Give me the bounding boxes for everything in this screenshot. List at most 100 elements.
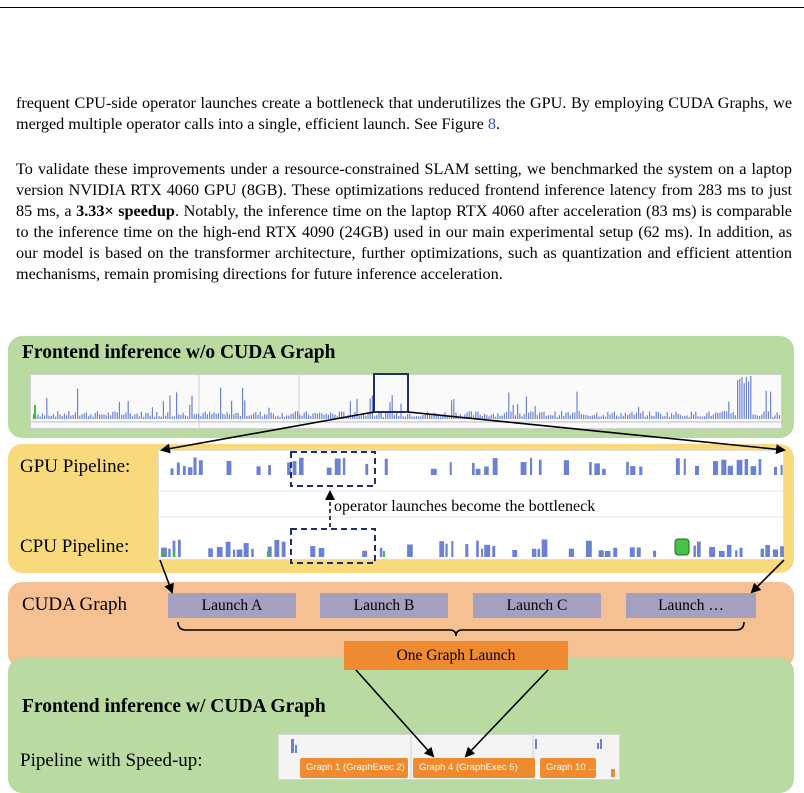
trace-bar [378, 412, 380, 419]
trace-bar [244, 400, 246, 419]
trace-bar [323, 414, 325, 419]
trace-bar [576, 391, 578, 419]
trace-bar [301, 415, 303, 419]
trace-bar [294, 411, 296, 419]
trace-bar [48, 415, 50, 419]
trace-bar [94, 412, 96, 419]
trace-bar [259, 411, 261, 419]
launch-more-box: Launch … [626, 593, 756, 618]
trace-bar [407, 544, 413, 557]
trace-bar [605, 416, 607, 419]
trace-bar [99, 414, 101, 419]
figure-ref-link[interactable]: 8 [487, 115, 496, 133]
trace-bar [253, 413, 255, 419]
trace-bar [250, 415, 252, 419]
trace-bar [530, 457, 533, 475]
trace-bar [79, 415, 81, 419]
trace-bar [671, 413, 673, 419]
trace-bar [334, 458, 341, 475]
trace-bar [472, 462, 475, 475]
trace-bar [318, 548, 325, 557]
trace-bar [627, 414, 629, 419]
trace-bar [270, 412, 272, 419]
trace-bar [242, 387, 244, 419]
trace-bar [596, 412, 598, 419]
trace-bar [732, 411, 734, 419]
trace-bar [730, 413, 732, 419]
trace-bar [123, 414, 125, 419]
trace-bar [532, 411, 534, 419]
trace-bar [158, 416, 160, 419]
trace-bar [572, 412, 574, 419]
trace-bar [178, 414, 180, 419]
trace-bar [365, 415, 367, 419]
trace-bar [765, 390, 767, 419]
trace-bar [758, 459, 762, 475]
trace-bar [338, 411, 340, 419]
paragraph-1: frequent CPU-side operator launches crea… [16, 93, 792, 135]
trace-bar [528, 412, 530, 419]
trace-bar [620, 413, 622, 419]
trace-bar [684, 415, 686, 419]
trace-bar [235, 413, 237, 419]
trace-bar [46, 398, 48, 419]
title-with-cuda-graph: Frontend inference w/ CUDA Graph [22, 696, 326, 717]
trace-bar [85, 412, 87, 419]
trace-bar [710, 415, 712, 419]
trace-bar [177, 539, 181, 557]
trace-bar [520, 462, 527, 475]
trace-bar [266, 414, 268, 419]
trace-bar [756, 415, 758, 419]
trace-bar [613, 411, 615, 419]
trace-bar [83, 413, 85, 419]
trace-bar [121, 414, 123, 419]
trace-bar [198, 413, 200, 419]
figure-arrows [159, 373, 786, 758]
trace-bar [349, 401, 351, 419]
trace-bar [200, 416, 202, 419]
trace-bar [61, 415, 63, 419]
trace-bar [629, 413, 631, 419]
trace-bar [134, 414, 136, 419]
trace-bar [735, 550, 738, 557]
trace-bar [519, 413, 521, 419]
trace-bar [409, 413, 411, 419]
arrow-to-graph-right [464, 669, 549, 758]
trace-bar [770, 391, 772, 419]
trace-bar [591, 415, 593, 419]
launch-c-box: Launch C [473, 593, 601, 618]
trace-bar [598, 550, 604, 557]
trace-bar [442, 414, 444, 419]
trace-bar [290, 414, 292, 419]
trace-bar [622, 415, 624, 419]
trace-bar [464, 414, 466, 419]
arrow-to-graph-left [355, 669, 435, 758]
trace-bar [165, 415, 167, 419]
trace-bar [162, 401, 164, 419]
trace-bar [358, 416, 360, 419]
trace-bar [437, 414, 439, 419]
trace-bar [264, 414, 266, 419]
trace-bar [727, 465, 733, 475]
trace-bar [465, 544, 469, 557]
trace-bar [433, 412, 435, 419]
trace-bar [426, 411, 428, 419]
trace-overview [30, 374, 783, 430]
trace-bar [651, 415, 653, 419]
trace-bar [74, 412, 76, 419]
trace-bar [721, 459, 727, 475]
trace-bar [72, 415, 74, 419]
bottleneck-annotation: operator launches become the bottleneck [334, 498, 596, 515]
trace-bar [66, 415, 68, 419]
trace-bar [690, 411, 692, 419]
trace-bar [398, 416, 400, 419]
trace-bar [314, 412, 316, 419]
trace-bar [125, 412, 127, 419]
trace-bar [536, 415, 538, 419]
trace-bar [695, 411, 697, 419]
trace-bar [611, 413, 613, 419]
trace-bar [631, 411, 633, 419]
trace-bar [325, 413, 327, 419]
trace-bar [776, 412, 778, 419]
trace-bar [288, 415, 290, 419]
